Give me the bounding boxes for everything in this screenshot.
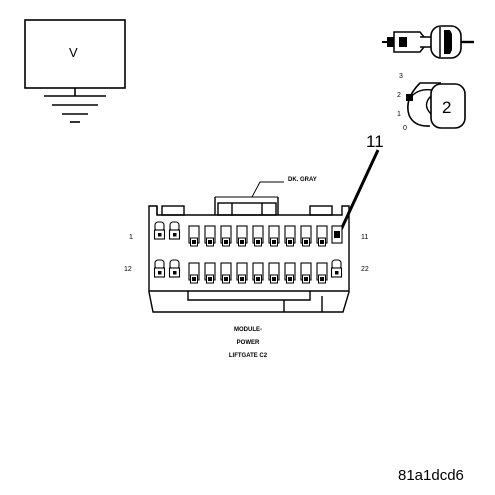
pin-label-11: 11 (361, 234, 369, 241)
switch-position-2: 2 (397, 92, 401, 99)
connector-cavity (300, 225, 312, 247)
pin-label-12: 12 (124, 266, 132, 273)
switch-position-1: 1 (397, 111, 401, 118)
connector-cavities (153, 221, 343, 284)
pin-label-1: 1 (129, 234, 133, 241)
wire-leader-line (215, 181, 284, 198)
connector-caption-line3: LIFTGATE C2 (228, 353, 268, 359)
connector-side-terminal (153, 259, 166, 278)
connector-cavity (236, 262, 248, 284)
connector-side-terminal (168, 221, 181, 240)
connector-cavity (188, 225, 200, 247)
connector-cavity (204, 262, 216, 284)
probe-icon (382, 25, 474, 59)
pin-label-22: 22 (361, 266, 369, 273)
voltmeter-symbol (24, 19, 126, 123)
connector-housing (148, 197, 350, 313)
connector-cavity (300, 262, 312, 284)
connector-cavity (268, 225, 280, 247)
connector-caption-line2: POWER (236, 340, 260, 346)
key-number-label: 2 (442, 98, 452, 117)
callout-leader-line (338, 149, 380, 233)
connector-side-terminal (168, 259, 181, 278)
connector-cavity (204, 225, 216, 247)
connector-cavity (284, 225, 296, 247)
connector-caption-line1: MODULE- (234, 327, 262, 333)
ignition-switch-icon (406, 82, 466, 129)
connector-cavity (316, 262, 328, 284)
switch-position-3: 3 (399, 73, 403, 80)
connector-cavity (284, 262, 296, 284)
connector-cavity (268, 262, 280, 284)
connector-cavity (252, 262, 264, 284)
connector-side-terminal (153, 221, 166, 240)
connector-cavity (236, 225, 248, 247)
meter-label: V (69, 45, 78, 60)
connector-cavity (220, 262, 232, 284)
callout-label: 11 (366, 132, 384, 151)
connector-side-terminal (330, 259, 343, 278)
connector-cavity (220, 225, 232, 247)
connector-cavity (188, 262, 200, 284)
wire-color-label: DK. GRAY (288, 177, 317, 183)
connector-cavity (316, 225, 328, 247)
figure-id: 81a1dcd6 (398, 467, 464, 484)
connector-cavity (252, 225, 264, 247)
switch-position-0: 0 (403, 125, 407, 132)
pin-11-cavity (331, 225, 343, 244)
